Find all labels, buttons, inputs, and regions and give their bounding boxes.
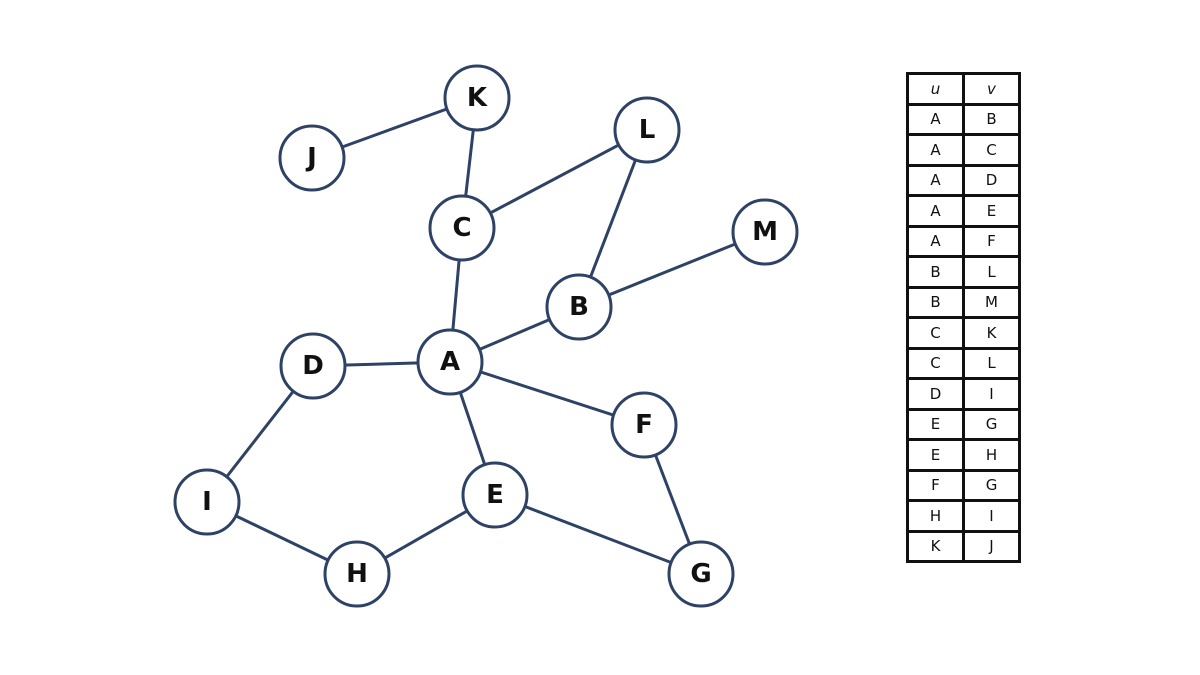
- node-m: M: [731, 198, 799, 266]
- node-label: J: [305, 143, 317, 173]
- node-label: B: [569, 292, 589, 322]
- node-d: D: [279, 332, 347, 400]
- column-header-u: u: [906, 72, 965, 106]
- node-circle: [461, 461, 529, 529]
- cell-u: D: [906, 377, 965, 411]
- node-a: A: [416, 328, 484, 396]
- node-circle: [667, 540, 735, 608]
- cell-u: A: [906, 194, 965, 228]
- edge-e-g: [494, 493, 702, 576]
- cell-v: J: [962, 529, 1021, 563]
- cell-v: C: [962, 133, 1021, 167]
- cell-v: L: [962, 346, 1021, 380]
- node-i: I: [173, 468, 241, 536]
- node-circle: [278, 124, 346, 192]
- node-label: I: [202, 487, 212, 517]
- node-e: E: [461, 461, 529, 529]
- cell-v: E: [962, 194, 1021, 228]
- cell-v: I: [962, 377, 1021, 411]
- node-circle: [610, 391, 678, 459]
- node-circle: [416, 328, 484, 396]
- graph-nodes: A B C D E F G H I J K L M: [173, 64, 799, 608]
- node-label: E: [486, 480, 504, 510]
- cell-v: H: [962, 438, 1021, 472]
- cell-u: K: [906, 529, 965, 563]
- node-b: B: [545, 273, 613, 341]
- cell-v: M: [962, 285, 1021, 319]
- cell-v: B: [962, 102, 1021, 136]
- cell-u: A: [906, 163, 965, 197]
- column-header-v: v: [962, 72, 1021, 106]
- node-circle: [323, 540, 391, 608]
- cell-v: K: [962, 316, 1021, 350]
- node-circle: [173, 468, 241, 536]
- cell-v: F: [962, 224, 1021, 258]
- cell-v: G: [962, 468, 1021, 502]
- node-label: A: [440, 347, 460, 377]
- cell-u: H: [906, 499, 965, 533]
- node-circle: [613, 96, 681, 164]
- cell-u: C: [906, 346, 965, 380]
- node-label: G: [690, 559, 711, 589]
- cell-u: A: [906, 102, 965, 136]
- cell-v: G: [962, 407, 1021, 441]
- node-l: L: [613, 96, 681, 164]
- node-label: M: [752, 217, 778, 247]
- node-circle: [443, 64, 511, 132]
- cell-v: L: [962, 255, 1021, 289]
- node-circle: [731, 198, 799, 266]
- node-f: F: [610, 391, 678, 459]
- cell-u: E: [906, 407, 965, 441]
- node-label: F: [635, 410, 653, 440]
- node-h: H: [323, 540, 391, 608]
- cell-u: F: [906, 468, 965, 502]
- graph-diagram: A B C D E F G H I J K L M: [173, 64, 799, 608]
- cell-u: E: [906, 438, 965, 472]
- node-g: G: [667, 540, 735, 608]
- node-j: J: [278, 124, 346, 192]
- table-header-row: u v: [906, 72, 1021, 106]
- cell-v: D: [962, 163, 1021, 197]
- cell-u: B: [906, 285, 965, 319]
- edge-c-l: [461, 128, 648, 230]
- node-circle: [545, 273, 613, 341]
- cell-v: I: [962, 499, 1021, 533]
- node-label: H: [346, 559, 368, 589]
- node-label: K: [467, 83, 488, 113]
- cell-u: C: [906, 316, 965, 350]
- node-circle: [428, 194, 496, 262]
- node-label: D: [302, 351, 324, 381]
- cell-u: B: [906, 255, 965, 289]
- node-k: K: [443, 64, 511, 132]
- node-label: L: [639, 115, 656, 145]
- cell-u: A: [906, 224, 965, 258]
- node-circle: [279, 332, 347, 400]
- cell-u: A: [906, 133, 965, 167]
- node-c: C: [428, 194, 496, 262]
- node-label: C: [452, 213, 471, 243]
- edge-a-f: [449, 360, 645, 427]
